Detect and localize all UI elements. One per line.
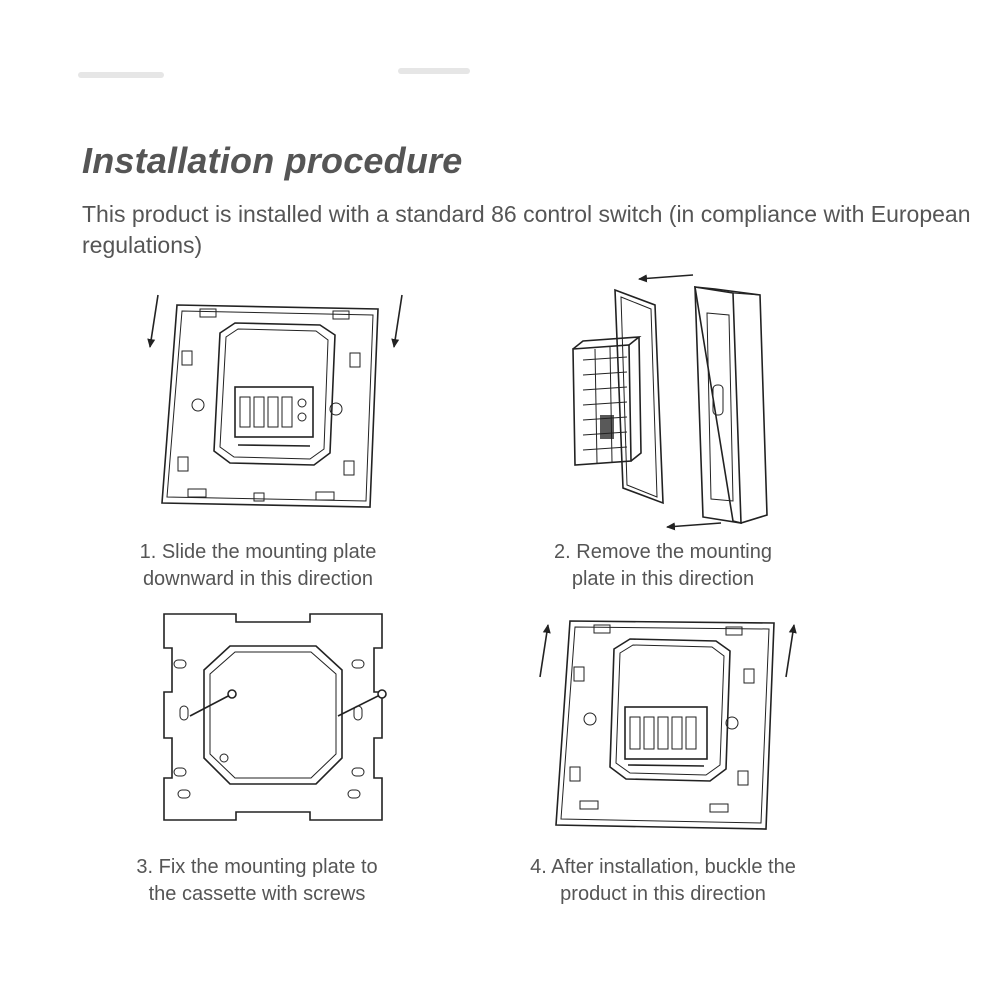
- step-4-caption-line1: 4. After installation, buckle the: [530, 856, 796, 878]
- step-4-illustration: [539, 620, 797, 830]
- faint-header-mark-right: [398, 68, 470, 74]
- step-2-caption: 2. Remove the mounting plate in this dir…: [483, 539, 843, 593]
- step-2-caption-line1: 2. Remove the mounting: [554, 541, 772, 563]
- arrow-down-right-icon: [391, 294, 403, 348]
- step-1-caption-line1: 1. Slide the mounting plate: [139, 541, 377, 563]
- step-2-illustration: [572, 274, 768, 531]
- step-1-caption: 1. Slide the mounting plate downward in …: [78, 539, 438, 593]
- step-3-caption-line2: the cassette with screws: [148, 883, 366, 905]
- step-1-caption-line2: downward in this direction: [142, 568, 374, 590]
- step-1-illustration: [147, 294, 403, 508]
- step-3-caption: 3. Fix the mounting plate to the cassett…: [77, 854, 437, 908]
- arrow-up-right-icon: [785, 624, 797, 678]
- step-3-illustration: [163, 613, 387, 821]
- step-4-caption-line2: product in this direction: [560, 883, 766, 905]
- page-title: Installation procedure: [82, 140, 463, 181]
- step-4-caption: 4. After installation, buckle the produc…: [483, 854, 843, 908]
- arrow-up-left-icon: [539, 624, 551, 678]
- step-2-caption-line2: plate in this direction: [571, 568, 755, 590]
- faint-header-mark-left: [78, 72, 164, 78]
- screw-left-icon: [189, 693, 233, 717]
- screw-right-icon: [337, 693, 383, 717]
- intro-text: This product is installed with a standar…: [82, 201, 971, 258]
- arrow-down-left-icon: [147, 294, 159, 348]
- arrow-left-top-icon: [638, 274, 694, 283]
- arrow-left-bottom-icon: [666, 522, 722, 531]
- step-3-caption-line1: 3. Fix the mounting plate to: [136, 856, 378, 878]
